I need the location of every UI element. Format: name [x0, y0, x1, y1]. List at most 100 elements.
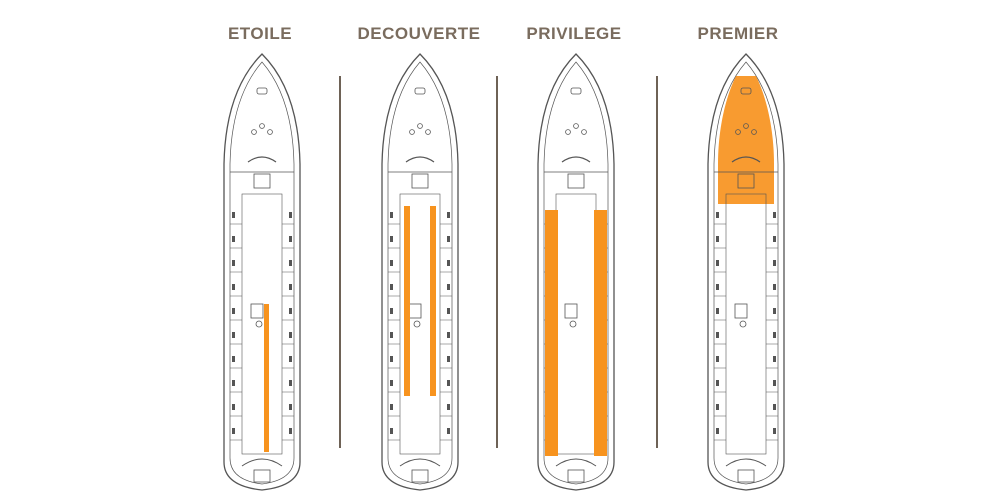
bow-seat: [417, 123, 423, 129]
bow-seat: [735, 129, 741, 135]
window: [773, 404, 776, 410]
bow-seat: [565, 129, 571, 135]
hull-inner-line: [229, 61, 295, 485]
window: [289, 308, 292, 314]
midship-fixture: [255, 320, 263, 328]
window: [716, 380, 719, 386]
window: [390, 212, 393, 218]
window: [447, 260, 450, 266]
window: [773, 380, 776, 386]
window: [289, 332, 292, 338]
window: [773, 308, 776, 314]
bow-hatch: [570, 87, 582, 95]
stern-arc: [555, 458, 597, 467]
window: [447, 404, 450, 410]
window: [390, 284, 393, 290]
window: [232, 212, 235, 218]
window: [447, 356, 450, 362]
midship-stair: [564, 303, 578, 319]
midship-stair: [734, 303, 748, 319]
window: [447, 428, 450, 434]
window: [773, 236, 776, 242]
window: [232, 404, 235, 410]
window: [716, 260, 719, 266]
window: [716, 284, 719, 290]
window: [447, 212, 450, 218]
category-title-decouverte: DECOUVERTE: [357, 24, 481, 43]
window: [447, 236, 450, 242]
bow-bench: [561, 156, 591, 163]
hull-outline: [223, 53, 301, 491]
midship-stair: [250, 303, 264, 319]
window: [447, 308, 450, 314]
highlight-cabins: [264, 304, 269, 452]
window: [390, 260, 393, 266]
window: [716, 236, 719, 242]
deck-plan-premier: [707, 53, 785, 491]
highlight-cabins: [404, 206, 410, 396]
window: [447, 380, 450, 386]
window: [773, 356, 776, 362]
stern-arc: [725, 458, 767, 467]
window: [447, 284, 450, 290]
highlight-cabins: [594, 210, 607, 456]
window: [289, 380, 292, 386]
stern-block: [253, 469, 271, 483]
corridor: [725, 193, 767, 455]
window: [390, 380, 393, 386]
window: [289, 428, 292, 434]
window: [232, 356, 235, 362]
midship-fixture: [569, 320, 577, 328]
stern-block: [737, 469, 755, 483]
bow-seat: [251, 129, 257, 135]
divider-1: [339, 76, 341, 448]
bow-hatch: [414, 87, 426, 95]
divider-2: [496, 76, 498, 448]
bow-bench: [731, 156, 761, 163]
window: [232, 332, 235, 338]
window: [289, 212, 292, 218]
bow-seat: [259, 123, 265, 129]
hull-inner-line: [713, 61, 779, 485]
corridor: [399, 193, 441, 455]
window: [289, 284, 292, 290]
window: [232, 260, 235, 266]
window: [289, 260, 292, 266]
bow-seat: [751, 129, 757, 135]
bow-seat: [409, 129, 415, 135]
bow-seat: [743, 123, 749, 129]
window: [390, 356, 393, 362]
bow-hatch: [256, 87, 268, 95]
window: [716, 212, 719, 218]
window: [390, 428, 393, 434]
window: [716, 308, 719, 314]
window: [390, 236, 393, 242]
window: [232, 284, 235, 290]
window: [716, 332, 719, 338]
window: [289, 356, 292, 362]
midship-fixture: [739, 320, 747, 328]
window: [716, 404, 719, 410]
window: [773, 332, 776, 338]
window: [716, 428, 719, 434]
category-title-etoile: ETOILE: [227, 24, 293, 43]
window: [773, 212, 776, 218]
window: [232, 428, 235, 434]
stern-block: [567, 469, 585, 483]
window: [773, 284, 776, 290]
window: [289, 236, 292, 242]
window: [447, 332, 450, 338]
deck-plan-privilege: [537, 53, 615, 491]
bow-hatch: [740, 87, 752, 95]
bow-bench: [405, 156, 435, 163]
bow-seat: [267, 129, 273, 135]
deck-plan-decouverte: [381, 53, 459, 491]
stair-block: [411, 173, 429, 189]
window: [773, 428, 776, 434]
divider-3: [656, 76, 658, 448]
category-title-privilege: PRIVILEGE: [526, 24, 622, 43]
bow-seat: [581, 129, 587, 135]
stern-arc: [399, 458, 441, 467]
corridor: [241, 193, 283, 455]
stair-block: [567, 173, 585, 189]
